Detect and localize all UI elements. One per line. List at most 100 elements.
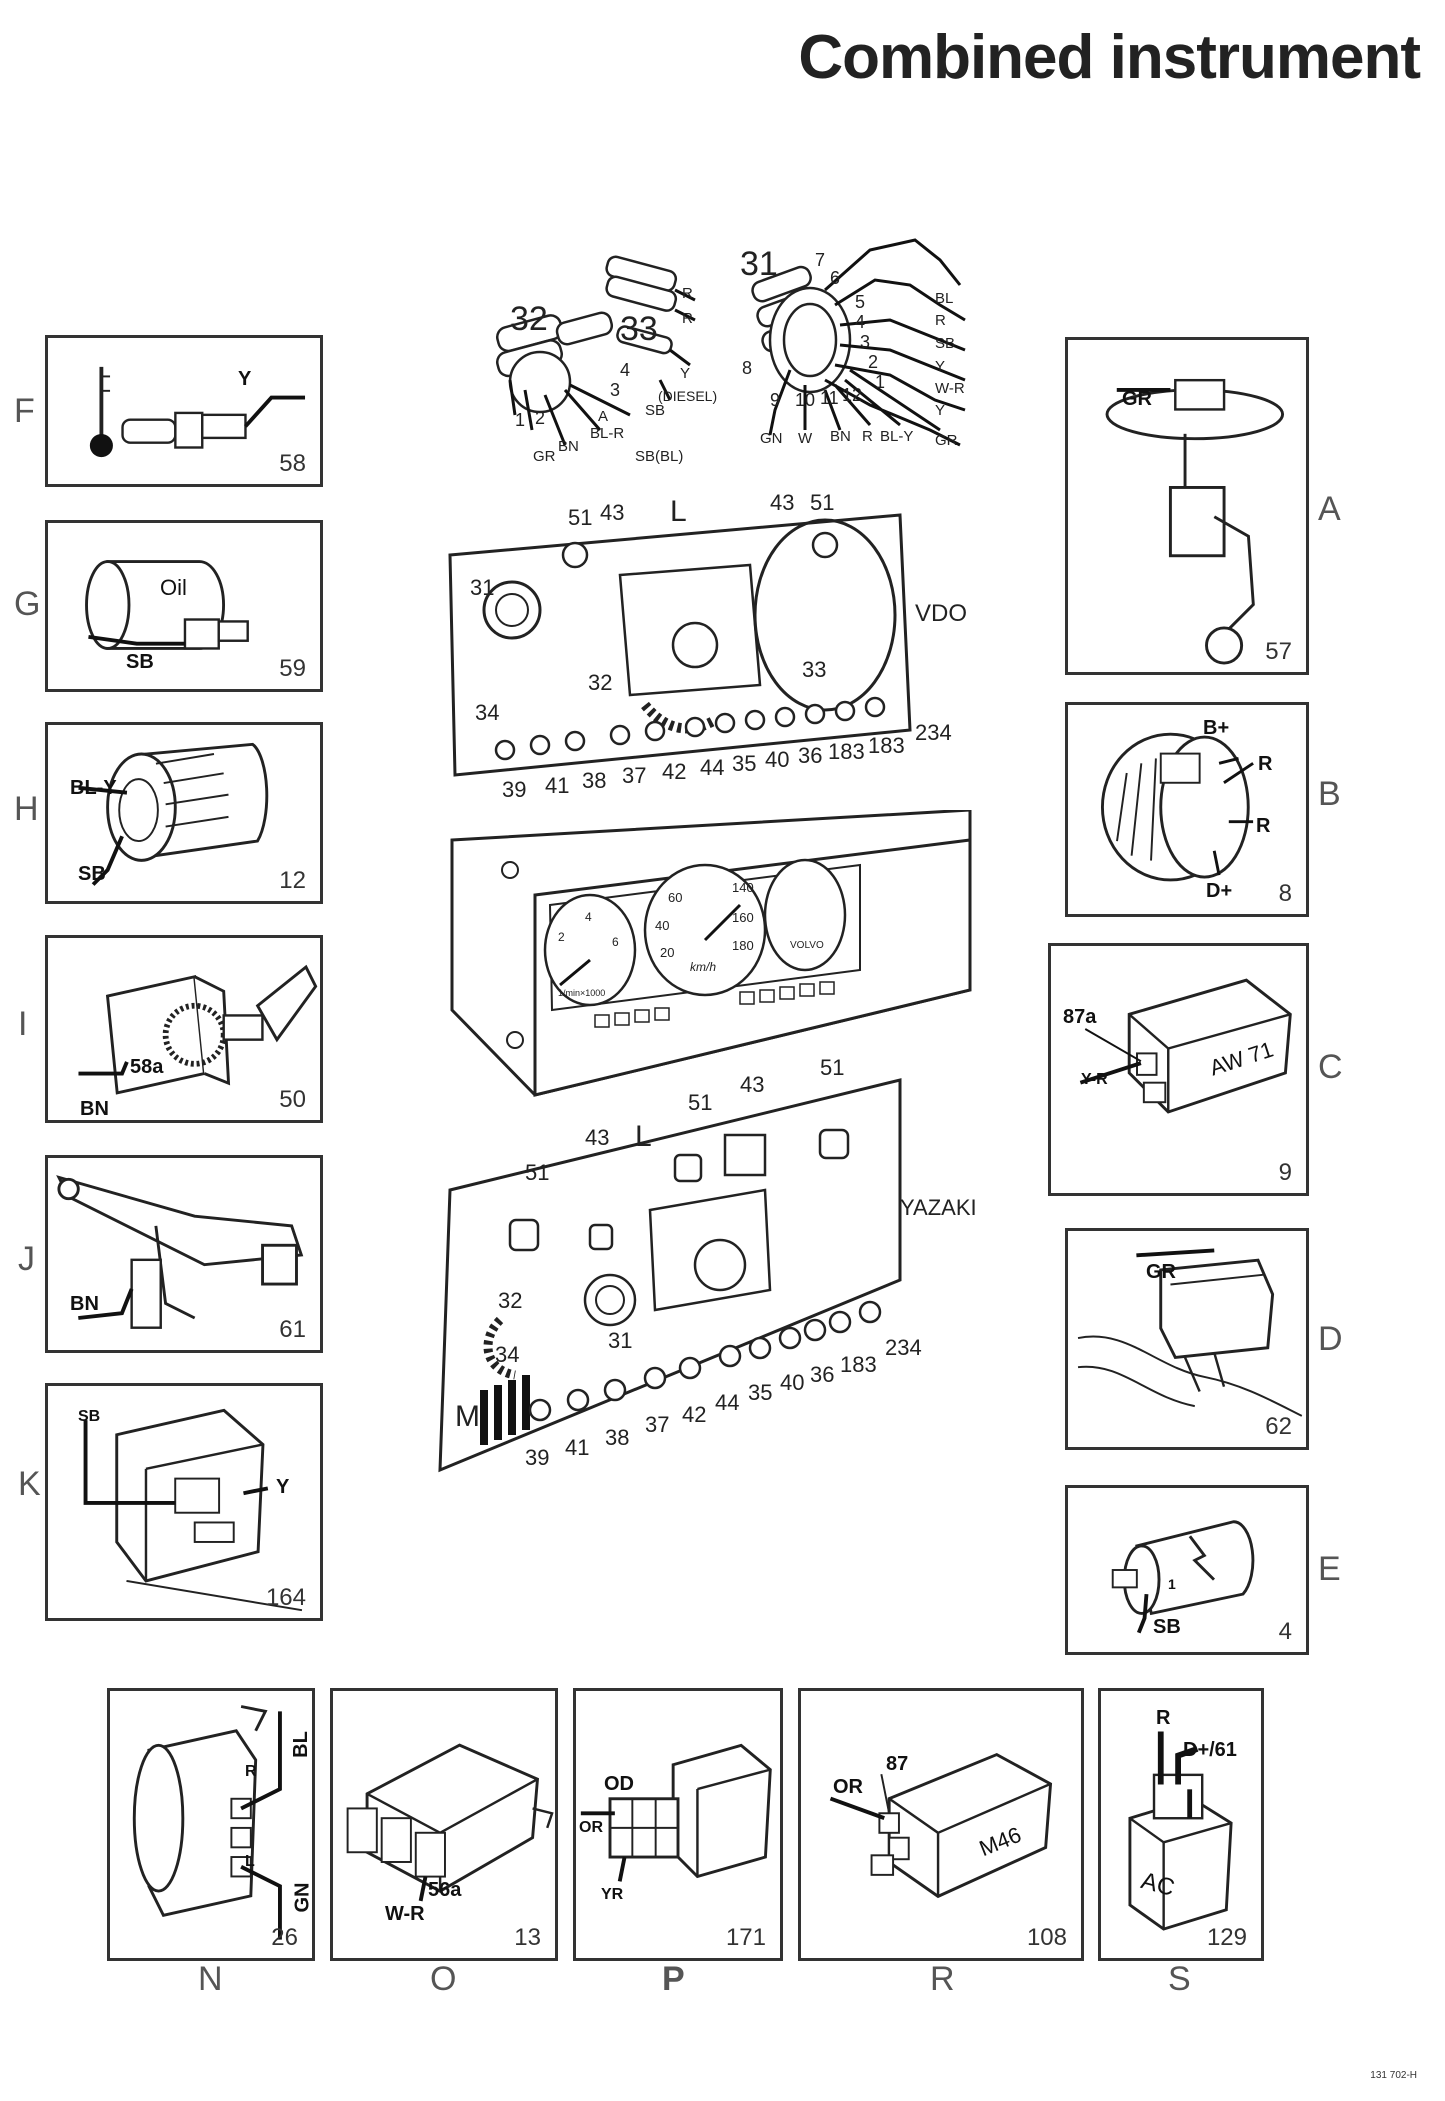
callout: 41 — [545, 773, 570, 798]
wire-label: Y — [238, 368, 252, 390]
callout: 183 — [868, 733, 905, 758]
terminal-label: L — [245, 1853, 255, 1870]
panel-number: 26 — [271, 1924, 298, 1951]
panel-e: 1 SB 4 — [1065, 1485, 1309, 1655]
panel-d: GR 62 — [1065, 1228, 1309, 1450]
panel-r: 87 OR M46 108 — [798, 1688, 1084, 1961]
panel-letter-a: A — [1318, 490, 1341, 528]
terminal-label: D+/61 — [1183, 1739, 1237, 1761]
wire-label: BL-Y — [880, 428, 914, 445]
gauge-tick: 60 — [668, 890, 683, 905]
gauge-tick: 4 — [585, 910, 592, 924]
wire-label: Y — [276, 1476, 290, 1498]
gauge-tick: 140 — [732, 880, 754, 895]
connector-group: 32 33 31 1 2 3 4 GR BN BL-R A SB(BL) SB … — [470, 230, 990, 480]
panel-number: 171 — [725, 1924, 766, 1951]
wire-label: Y — [935, 358, 946, 375]
panel-f: Y 58 — [45, 335, 323, 487]
wire-label: OR — [579, 1819, 603, 1836]
panel-letter-s: S — [1168, 1960, 1191, 1998]
callout: 43 — [585, 1125, 610, 1150]
wire-label: W-R — [935, 380, 965, 397]
callout: 39 — [502, 777, 527, 802]
panel-letter-p: P — [662, 1960, 685, 1998]
panel-number: 108 — [1026, 1924, 1067, 1951]
connector-32-id: 32 — [510, 300, 548, 338]
relay-p-icon — [580, 1743, 772, 1882]
wire-label: SB — [78, 863, 106, 885]
terminal-label: 56a — [428, 1879, 462, 1901]
terminal-label: R — [245, 1763, 257, 1780]
section-label: L — [670, 495, 687, 528]
pin-label: 10 — [795, 390, 816, 410]
section-label: M — [455, 1400, 480, 1433]
pin-label: 7 — [815, 250, 826, 270]
panel-c: 87a Y-R AW 71 9 — [1048, 943, 1309, 1196]
panel-number: 58 — [279, 450, 306, 477]
callout: 36 — [810, 1362, 835, 1387]
callout: 183 — [828, 739, 865, 764]
panel-number: 59 — [279, 655, 306, 682]
panel-b: B+ R R D+ 8 — [1065, 702, 1309, 917]
callout: 234 — [885, 1335, 922, 1360]
panel-number: 8 — [1278, 880, 1292, 907]
gauge-tick: 2 — [558, 930, 565, 944]
wire-label: BL — [935, 290, 954, 307]
panel-letter-d: D — [1318, 1320, 1343, 1358]
wire-label: R — [682, 310, 693, 327]
callout: 32 — [588, 670, 613, 695]
panel-number: 62 — [1265, 1413, 1292, 1440]
wire-label: R — [682, 285, 693, 302]
callout: 37 — [622, 763, 647, 788]
callout: 39 — [525, 1445, 550, 1470]
relay-m46-icon — [829, 1752, 1053, 1899]
coil-icon — [1111, 1520, 1255, 1634]
relay-n-icon — [132, 1705, 282, 1940]
wire-label: GR — [1146, 1261, 1176, 1283]
gauge-unit: km/h — [690, 960, 717, 974]
wire-label: R — [1156, 1707, 1171, 1729]
panel-i: 58a BN 50 — [45, 935, 323, 1123]
wire-label: SB — [645, 402, 666, 419]
pin-label: 8 — [742, 358, 753, 378]
instrument-cluster: 2 4 6 1/min×1000 20 40 60 140 160 180 km… — [440, 810, 980, 1110]
pin-label: 5 — [855, 292, 866, 312]
wire-label: SB — [935, 335, 956, 352]
panel-letter-i: I — [18, 1005, 28, 1043]
callout: 51 — [525, 1160, 550, 1185]
panel-letter-n: N — [198, 1960, 223, 1998]
switch-unit-icon — [78, 742, 269, 886]
callout: 35 — [748, 1380, 773, 1405]
wire-label: Y — [935, 402, 946, 419]
panel-s: R D+/61 AC 129 — [1098, 1688, 1264, 1961]
panel-n: BL R L GN 26 — [107, 1688, 315, 1961]
callout: 31 — [608, 1328, 633, 1353]
panel-letter-h: H — [14, 790, 39, 828]
panel-letter-g: G — [14, 585, 41, 623]
callout: 51 — [810, 490, 835, 515]
wire-label: BN — [70, 1293, 99, 1315]
wire-label: SB(BL) — [635, 448, 684, 465]
callout: 40 — [765, 747, 790, 772]
wire-label: SB — [126, 651, 154, 673]
vdo-circuit-board: 51 43 L 43 51 31 32 33 34 VDO 39 41 38 3… — [440, 490, 967, 815]
panel-letter-c: C — [1318, 1048, 1343, 1086]
panel-number: 9 — [1278, 1159, 1292, 1186]
callout: 34 — [495, 1342, 520, 1367]
pin-label: 3 — [860, 332, 871, 352]
wire-label: W-R — [385, 1903, 425, 1925]
wire-label: BL — [289, 1731, 312, 1758]
callout: 43 — [600, 500, 625, 525]
callout: 38 — [605, 1425, 630, 1450]
wire-label: BN — [80, 1098, 109, 1120]
wire-label: (DIESEL) — [658, 388, 718, 404]
terminal-label: A — [598, 408, 609, 425]
pin-label: 11 — [820, 388, 839, 408]
wire-label: GR — [1122, 388, 1152, 410]
callout: 41 — [565, 1435, 590, 1460]
callout: 44 — [715, 1390, 740, 1415]
gauge-tick: 20 — [660, 945, 675, 960]
panel-number: 50 — [279, 1086, 306, 1113]
panel-letter-r: R — [930, 1960, 955, 1998]
panel-number: 4 — [1278, 1618, 1292, 1645]
